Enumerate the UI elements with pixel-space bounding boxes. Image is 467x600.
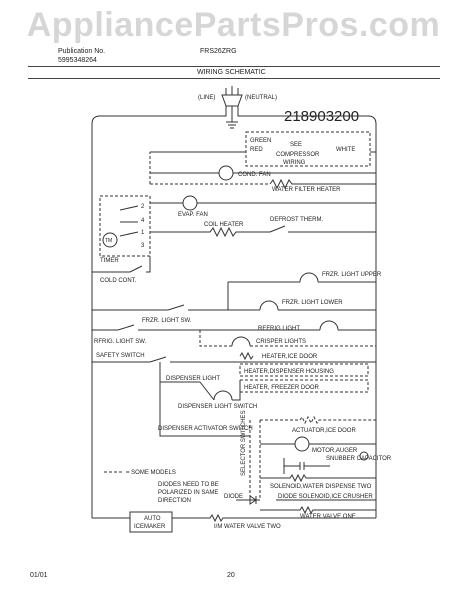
diode-solenoid-ice-crusher-label: DIODE SOLENOID,ICE CRUSHER [278,494,373,500]
evap-fan-motor-icon [182,195,198,211]
crisper-lights-label: CRISPER LIGHTS [256,339,306,345]
icemaker-label: ICEMAKER [134,524,166,530]
auto-label: AUTO [144,516,161,522]
water-valve-one-label: WATER VALVE ONE [300,514,356,520]
power-plug-icon [221,86,243,129]
heater-dispenser-housing-label: HEATER,DISPENSER HOUSING [244,369,334,375]
publication-label: Publication No. [58,48,106,55]
cond-fan-motor-icon [218,165,234,181]
cold-cont-label: COLD CONT. [100,278,137,284]
frzr-light-lower-icon [259,300,279,311]
safety-switch-label: SAFETY SWITCH [96,353,145,359]
model-number: FRS26ZRG [200,48,237,55]
refrig-light-icon [319,320,339,331]
motor-auger-icon [294,436,310,452]
neutral-bus [237,106,377,518]
evap-fan-label: EVAP. FAN [178,212,208,218]
dispenser-light-icon [213,390,233,401]
watermark: AppliancePartsPros.com [26,6,441,44]
timer-block [99,195,151,257]
terminal-4: 4 [141,218,145,224]
diode-label: DIODE [224,494,243,500]
motor-auger-label: MOTOR,AUGER [312,448,358,454]
footer-page: 20 [227,572,235,579]
auto-icemaker-box [129,511,173,533]
cond-fan-label: COND. FAN [238,172,271,178]
green-label: GREEN [250,138,271,144]
solenoid-water-dispense-two-label: SOLENOID,WATER DISPENSE TWO [270,484,372,490]
im-water-valve-two-label: I/M WATER VALVE TWO [214,524,281,530]
line-bus [91,106,227,518]
heater-freezer-door-label: HEATER, FREEZER DOOR [244,385,320,391]
terminal-1: 1 [141,230,145,236]
heater-ice-door-label: HEATER,ICE DOOR [262,354,318,360]
dispenser-activator-switch-label: DISPENSER ACTIVATOR SWITCH [158,426,253,432]
see-label: SEE [290,142,302,148]
selector-switches-label: SELECTOR SWITCHES [241,410,247,476]
refrig-light-sw-label: RFRIG. LIGHT SW. [94,339,147,345]
dispenser-light-label: DISPENSER LIGHT [166,376,220,382]
refrig-light-label: REFRIG LIGHT [258,326,300,332]
actuator-ice-door-label: ACTUATOR,ICE DOOR [292,428,356,434]
line-label: (LINE) [198,95,215,101]
white-label: WHITE [336,147,355,153]
publication-number: 5995348264 [58,57,97,64]
header-rule [28,66,440,67]
wiring-label: WIRING [283,160,306,166]
timer-motor-icon [102,232,118,248]
defrost-therm-label: DEFROST THERM. [270,217,323,223]
frzr-light-sw-label: FRZR. LIGHT SW. [142,318,192,324]
compressor-label: COMPRESSOR [276,152,320,158]
terminal-2: 2 [141,204,145,210]
compressor-box [245,131,371,167]
frzr-light-upper-icon [299,272,319,283]
timer-label: TIMER [100,258,119,264]
frzr-light-lower-label: FRZR. LIGHT LOWER [282,300,343,306]
crisper-light-icon [231,336,251,347]
some-models-note: = SOME MODELS [126,470,176,476]
snubber-marker-icon [359,451,369,461]
diagram-title: WIRING SCHEMATIC [197,69,266,76]
footer-date: 01/01 [30,572,48,579]
diode-icon [249,495,257,505]
water-filter-heater-label: WATER FILTER HEATER [272,187,341,193]
neutral-label: (NEUTRAL) [245,95,277,101]
frzr-light-upper-label: FRZR. LIGHT UPPER [322,272,382,278]
tm-label: TM [105,238,112,244]
snubber-capacitor-label: SNUBBER CAPACITOR [326,456,392,462]
title-rule [28,78,440,79]
red-label: RED [250,147,263,153]
diodes-note: DIODES NEED TO BE POLARIZED IN SAME DIRE… [158,482,220,504]
dispenser-light-switch-label: DISPENSER LIGHT SWITCH [178,404,257,410]
coil-heater-label: COIL HEATER [204,222,244,228]
terminal-3: 3 [141,243,145,249]
